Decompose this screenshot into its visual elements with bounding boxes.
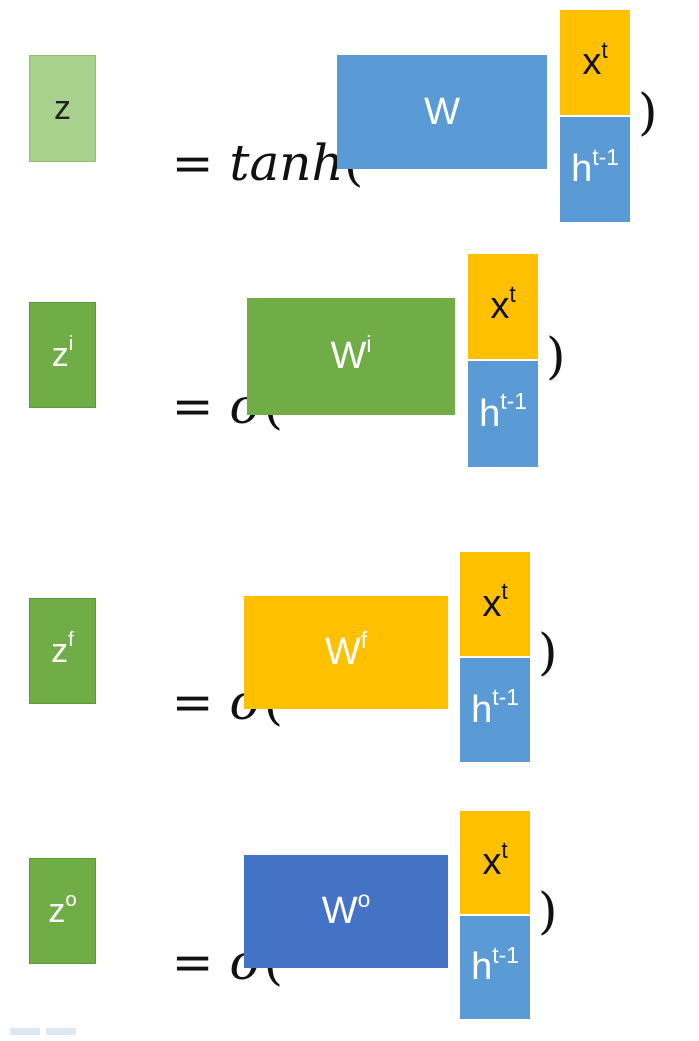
z-label: z [51, 631, 69, 670]
w-label: W [424, 90, 460, 133]
h-label: h [471, 946, 493, 988]
partial-box-left [10, 1028, 40, 1035]
partial-box-right [46, 1028, 76, 1035]
x-label: x [482, 841, 502, 883]
equals-sign: = [171, 673, 214, 731]
h-label: h [479, 392, 501, 435]
w-label: W [324, 631, 361, 673]
z-label: z [54, 89, 71, 127]
x-label: x [582, 41, 602, 83]
w-matrix-box: W [337, 55, 547, 169]
z-label: z [51, 335, 69, 374]
equals-sign: = [171, 134, 214, 192]
z-label: z [48, 891, 66, 930]
x-label: x [490, 285, 510, 327]
close-paren: ) [546, 327, 566, 385]
h-label: h [571, 148, 593, 190]
w-label: W [330, 335, 367, 377]
tanh-function: tanh [229, 134, 344, 192]
z-vector-box: z [29, 55, 96, 162]
close-paren: ) [638, 83, 658, 141]
equals-tanh-text: = tanh( [108, 88, 364, 238]
h-label: h [471, 688, 493, 731]
close-paren: ) [538, 623, 558, 681]
equals-sign: = [171, 377, 214, 435]
x-label: x [482, 582, 502, 625]
w-label: W [321, 890, 358, 932]
close-paren: ) [538, 882, 558, 940]
equals-sign: = [171, 933, 214, 991]
